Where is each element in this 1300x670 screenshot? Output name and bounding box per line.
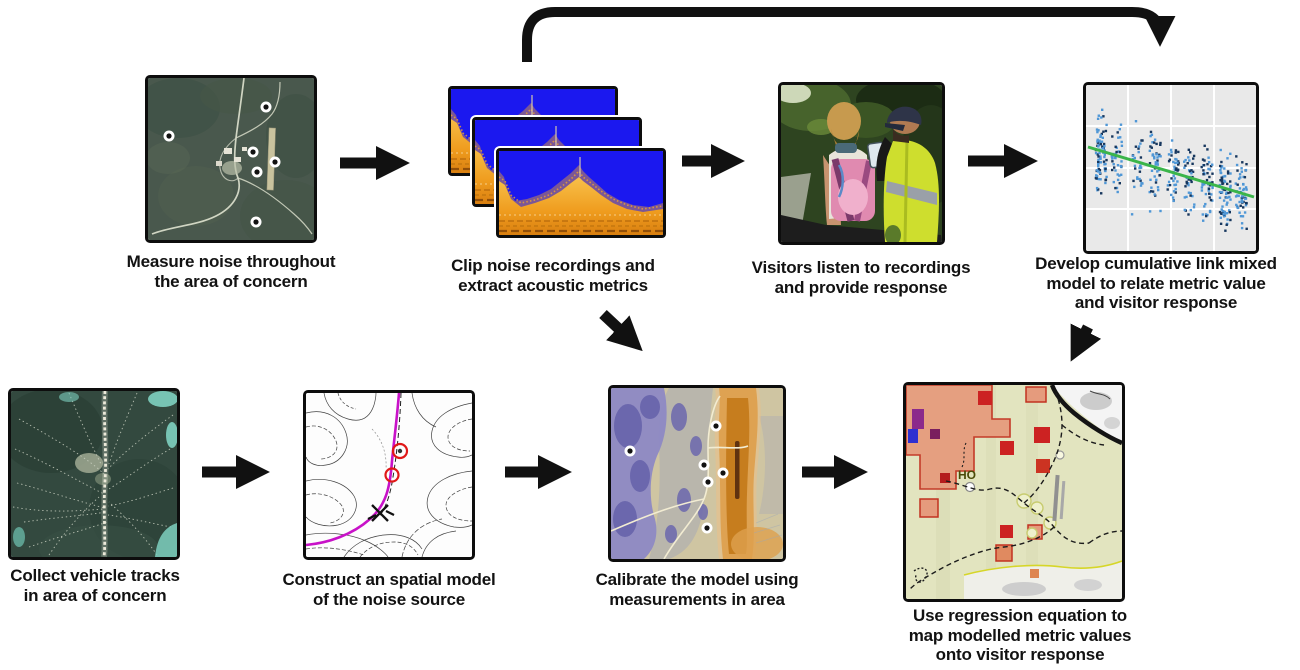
figure-contour-model	[303, 390, 475, 560]
arrow-clip-down-to-calibrate	[599, 309, 643, 352]
response-blocks	[906, 385, 1050, 578]
park-boundary	[1049, 385, 1122, 446]
caption-calibrate: Calibrate the model using measurements i…	[595, 570, 799, 609]
figure-calibration-map	[608, 385, 786, 562]
scatter-points	[1094, 108, 1248, 232]
track-lines	[12, 392, 174, 556]
arrow-model-down-to-map	[1070, 323, 1102, 362]
figure-measure-aerial	[145, 75, 317, 243]
runway-strip	[1052, 474, 1060, 522]
source-circle-2	[384, 467, 400, 483]
airstrip-cross-symbol	[367, 504, 395, 522]
source-circle-1	[391, 442, 409, 460]
caption-clip: Clip noise recordings and extract acoust…	[451, 256, 655, 295]
water-patches	[13, 391, 177, 557]
caption-measure: Measure noise throughout the area of con…	[126, 252, 336, 291]
caption-construct: Construct an spatial model of the noise …	[282, 570, 496, 609]
magenta-route	[306, 393, 401, 547]
map-label-HO: HO	[958, 468, 976, 482]
caption-listen: Visitors listen to recordings and provid…	[751, 258, 971, 297]
caption-collect: Collect vehicle tracks in area of concer…	[10, 566, 180, 605]
figure-response-map: HO	[903, 382, 1125, 602]
noise-source-strip	[735, 441, 740, 499]
monitor-site-markers	[163, 101, 281, 228]
arrow-clip-feedback-loop-to-model	[522, 6, 1176, 62]
spectrogram-panel-3	[496, 148, 666, 238]
scatter-plot	[1086, 85, 1256, 251]
main-track	[102, 391, 107, 557]
hatch-lines	[753, 513, 783, 544]
visitor-left	[823, 102, 875, 225]
map-roads	[909, 392, 1122, 590]
trend-line	[1087, 145, 1255, 199]
figure-visitors-photo	[778, 82, 945, 245]
caption-map: Use regression equation to map modelled …	[908, 606, 1132, 665]
contour-lines	[306, 393, 472, 557]
figure-scatter-model	[1083, 82, 1259, 254]
caption-model: Develop cumulative link mixed model to r…	[1035, 254, 1277, 313]
visitor-right	[867, 106, 939, 242]
measurement-site-markers	[624, 420, 729, 534]
figure-vehicle-tracks	[8, 388, 180, 560]
